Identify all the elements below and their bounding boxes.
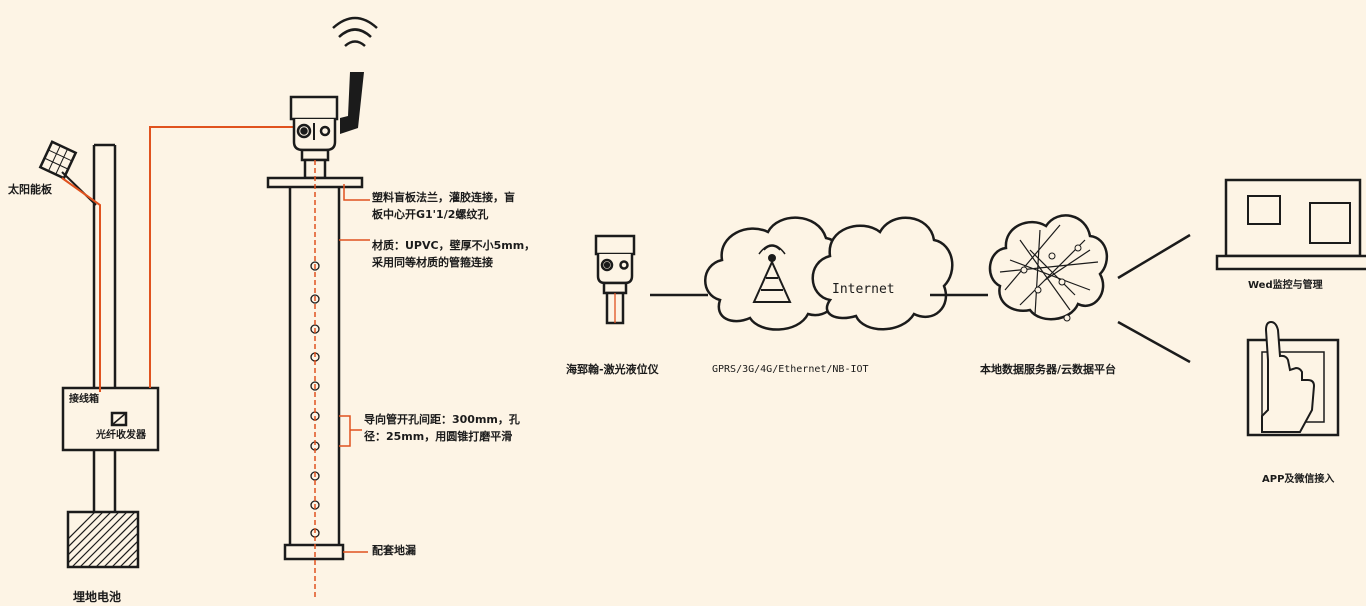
network-diagram <box>594 178 1366 437</box>
tower-icon <box>752 244 792 303</box>
antenna-icon <box>340 72 364 134</box>
holes-note: 导向管开孔间距：300mm，孔 径：25mm，用圆锥打磨平滑 <box>364 412 520 445</box>
callout-lines <box>339 184 370 553</box>
material-note-line2: 采用同等材质的管箍连接 <box>372 255 493 269</box>
flange-note: 塑料盲板法兰，灌胶连接，盲 板中心开G1'1/2螺纹孔 <box>372 190 515 223</box>
internet-label: Internet <box>832 282 895 297</box>
holes-note-line1: 导向管开孔间距：300mm，孔 <box>364 413 520 426</box>
solar-panel-icon <box>38 140 78 180</box>
flange-note-line2: 板中心开G1'1/2螺纹孔 <box>372 207 489 221</box>
pipe-holes <box>310 261 320 538</box>
wireless-signal-icon <box>332 16 378 47</box>
holes-note-line2: 径：25mm，用圆锥打磨平滑 <box>364 429 513 443</box>
laptop-icon <box>1215 178 1366 271</box>
material-note: 材质：UPVC，壁厚不小5mm， 采用同等材质的管箍连接 <box>372 238 535 271</box>
buried-battery-icon <box>66 510 140 569</box>
comm-protocols-label: GPRS/3G/4G/Ethernet/NB-IOT <box>712 364 869 375</box>
buried-battery-label: 埋地电池 <box>73 590 122 604</box>
app-label: APP及微信接入 <box>1262 474 1335 485</box>
fiber-transceiver-label: 光纤收发器 <box>96 430 146 441</box>
guide-pipe-assembly <box>266 16 378 561</box>
instrument-icon <box>594 234 636 325</box>
web-label: Wed监控与管理 <box>1248 280 1323 291</box>
cloud-internet <box>811 216 954 331</box>
junction-box <box>61 386 160 452</box>
junction-box-label: 接线箱 <box>69 394 99 405</box>
instrument-label: 海郅翰-激光液位仪 <box>566 363 659 376</box>
power-cable <box>61 126 298 392</box>
server-label: 本地数据服务器/云数据平台 <box>980 363 1117 376</box>
server-network-icon <box>988 214 1109 322</box>
solar-panel-label: 太阳能板 <box>8 183 52 196</box>
flange-note-line1: 塑料盲板法兰，灌胶连接，盲 <box>372 191 515 204</box>
phone-touch-icon <box>1246 320 1340 437</box>
floor-drain <box>283 543 345 561</box>
laser-level-gauge-icon <box>289 95 339 180</box>
floor-drain-label: 配套地漏 <box>372 544 416 557</box>
solar-pole-assembly <box>38 140 160 569</box>
material-note-line1: 材质：UPVC，壁厚不小5mm， <box>372 239 536 252</box>
